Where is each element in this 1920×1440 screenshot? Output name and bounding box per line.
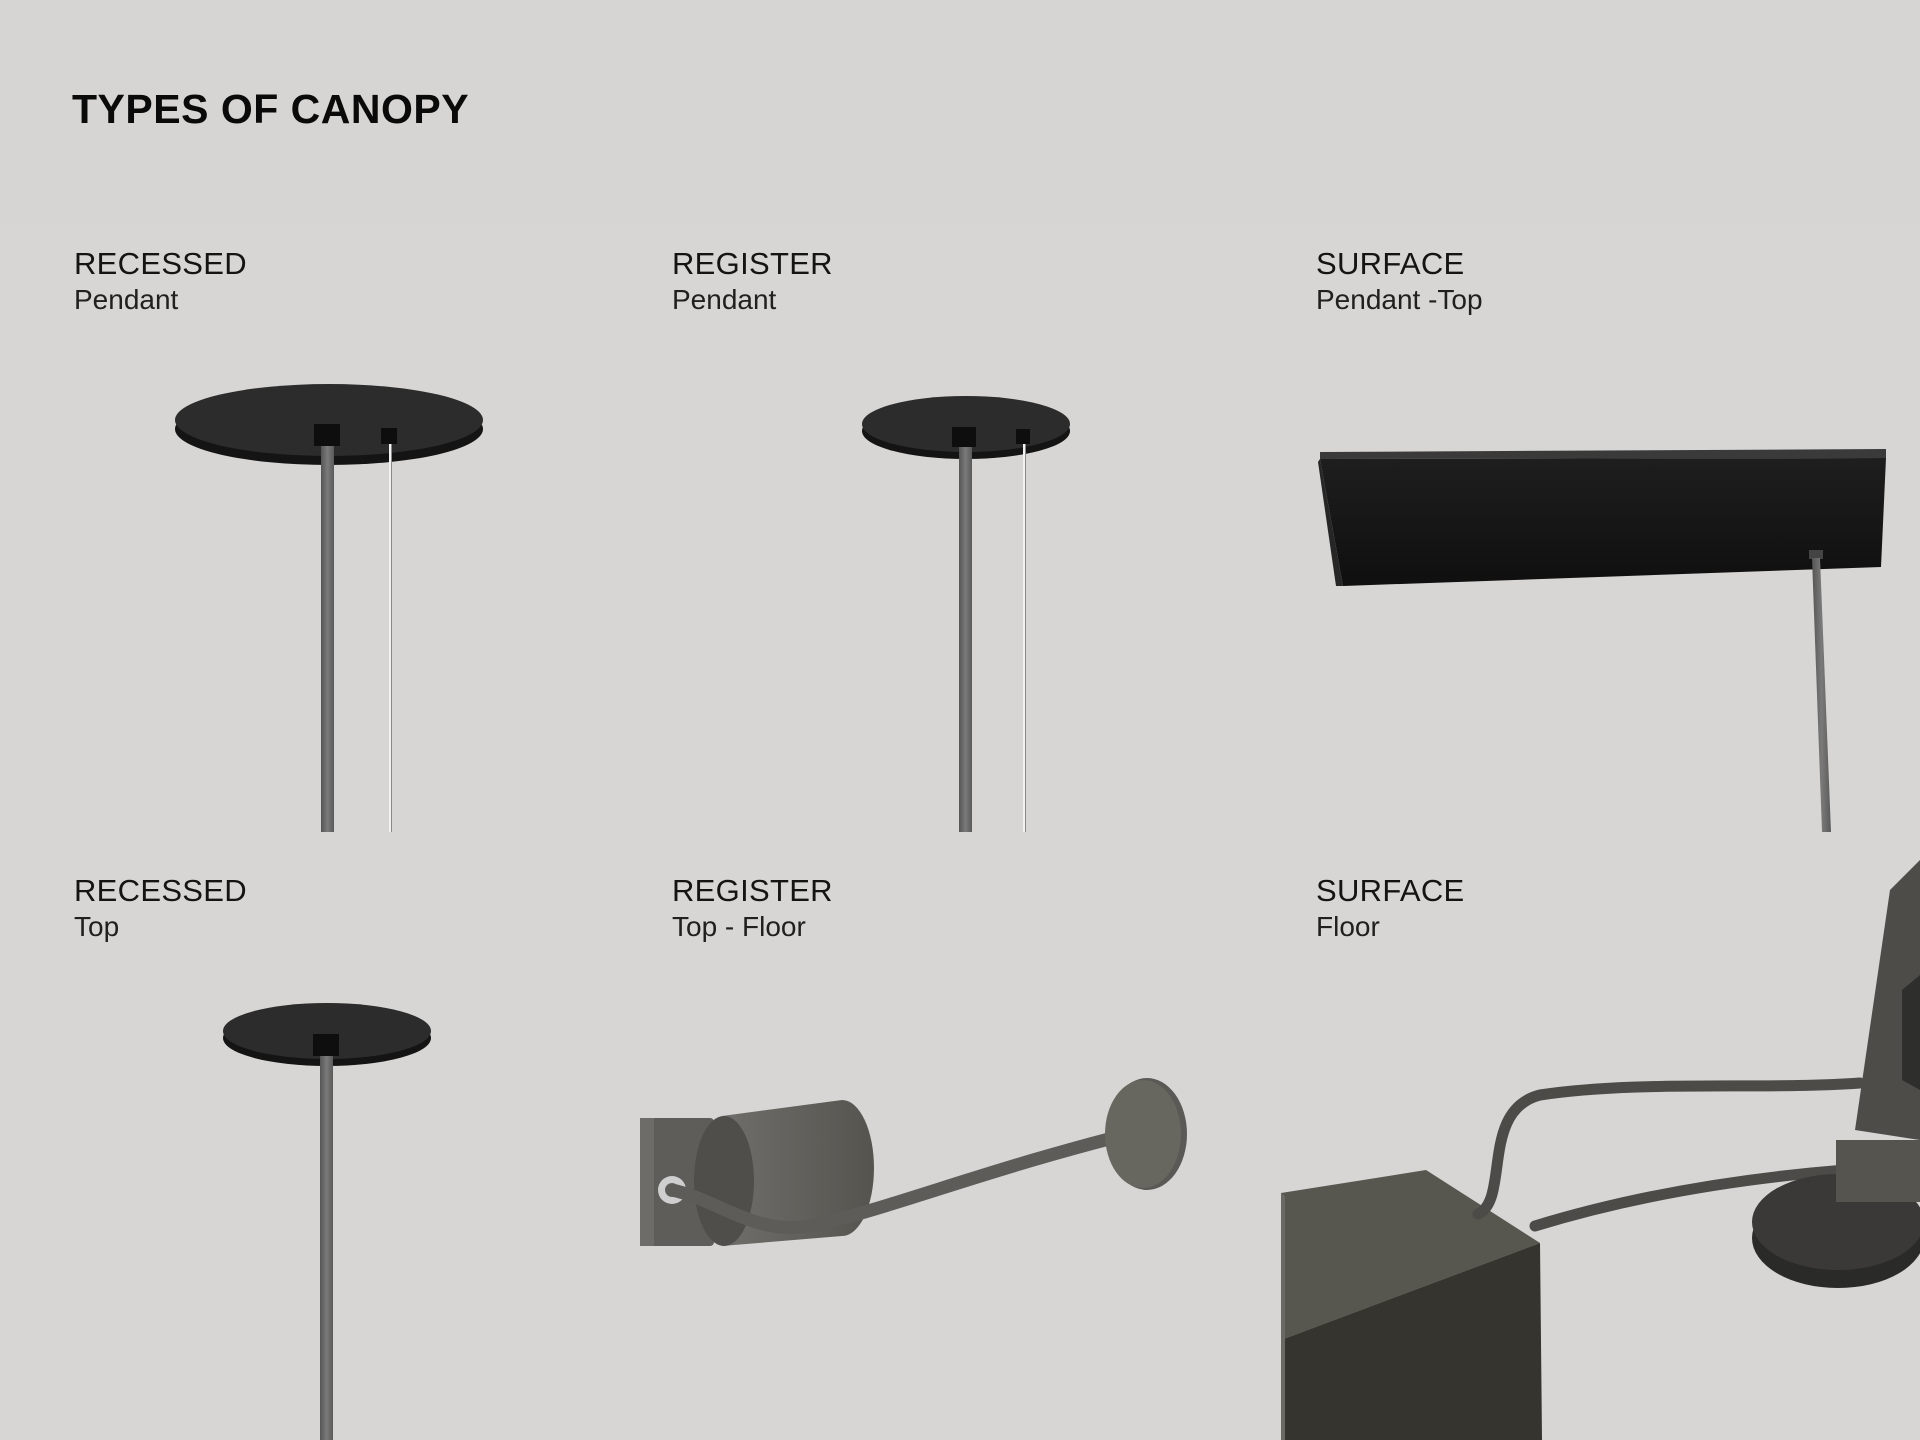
canopy-type: RECESSED — [74, 873, 247, 908]
label-recessed-top: RECESSED Top — [74, 873, 247, 945]
floor-box-edge — [1281, 1193, 1285, 1440]
cylinder-face — [694, 1116, 754, 1246]
register-pendant-illustration — [862, 396, 1070, 832]
rod-fitting — [1809, 550, 1823, 559]
canopy-mount: Top — [74, 911, 120, 942]
label-register-pendant: REGISTER Pendant — [672, 246, 833, 318]
fixture-head-face — [1902, 975, 1920, 1090]
rod-fitting — [313, 1034, 339, 1056]
cylinder-body — [722, 1100, 874, 1246]
suspension-rod — [1812, 558, 1831, 832]
recessed-top-illustration — [223, 1003, 431, 1440]
canopy-type: REGISTER — [672, 246, 833, 281]
label-register-top-floor: REGISTER Top - Floor — [672, 873, 833, 945]
wall-bracket — [640, 1118, 654, 1246]
canopy-disc — [175, 384, 483, 456]
suspension-rod — [320, 1056, 333, 1440]
canopy-type: SURFACE — [1316, 246, 1465, 281]
recessed-pendant-illustration — [175, 384, 483, 832]
page-title: TYPES OF CANOPY — [72, 86, 470, 132]
canopy-type: SURFACE — [1316, 873, 1465, 908]
label-recessed-pendant: RECESSED Pendant — [74, 246, 247, 318]
register-top-floor-illustration — [640, 1078, 1187, 1246]
power-cable — [391, 444, 392, 832]
floor-box-side — [1281, 1243, 1542, 1440]
canopy-mount: Floor — [1316, 911, 1380, 942]
surface-box-front — [1318, 459, 1343, 586]
surface-box-side — [1320, 458, 1886, 586]
cable-fitting — [381, 428, 397, 444]
canopy-type: REGISTER — [672, 873, 833, 908]
surface-floor-illustration — [1281, 860, 1920, 1440]
power-cable — [1025, 444, 1026, 832]
canopy-type: RECESSED — [74, 246, 247, 281]
rod-fitting — [314, 424, 340, 446]
power-cable — [1529, 1164, 1851, 1232]
canopy-mount: Pendant — [672, 284, 777, 315]
power-cable — [1023, 444, 1025, 832]
bent-arm — [665, 1123, 1152, 1235]
canopy-mount: Top - Floor — [672, 911, 806, 942]
power-cable — [389, 444, 391, 832]
label-surface-pendant-top: SURFACE Pendant -Top — [1316, 246, 1483, 318]
cable-fitting — [1016, 429, 1030, 444]
canopy-disc — [223, 1003, 431, 1059]
suspension-rod — [959, 447, 972, 832]
header-band — [0, 0, 1920, 224]
fixture-stem — [1836, 1140, 1920, 1202]
surface-pendant-top-illustration — [1318, 449, 1886, 832]
rod-fitting — [952, 427, 976, 447]
power-cable — [1472, 1077, 1866, 1220]
surface-box-top — [1320, 449, 1886, 459]
canopy-mount: Pendant -Top — [1316, 284, 1483, 315]
label-surface-floor: SURFACE Floor — [1316, 873, 1465, 945]
canopy-mount: Pendant — [74, 284, 179, 315]
end-disc — [1105, 1080, 1181, 1188]
suspension-rod — [321, 446, 334, 832]
